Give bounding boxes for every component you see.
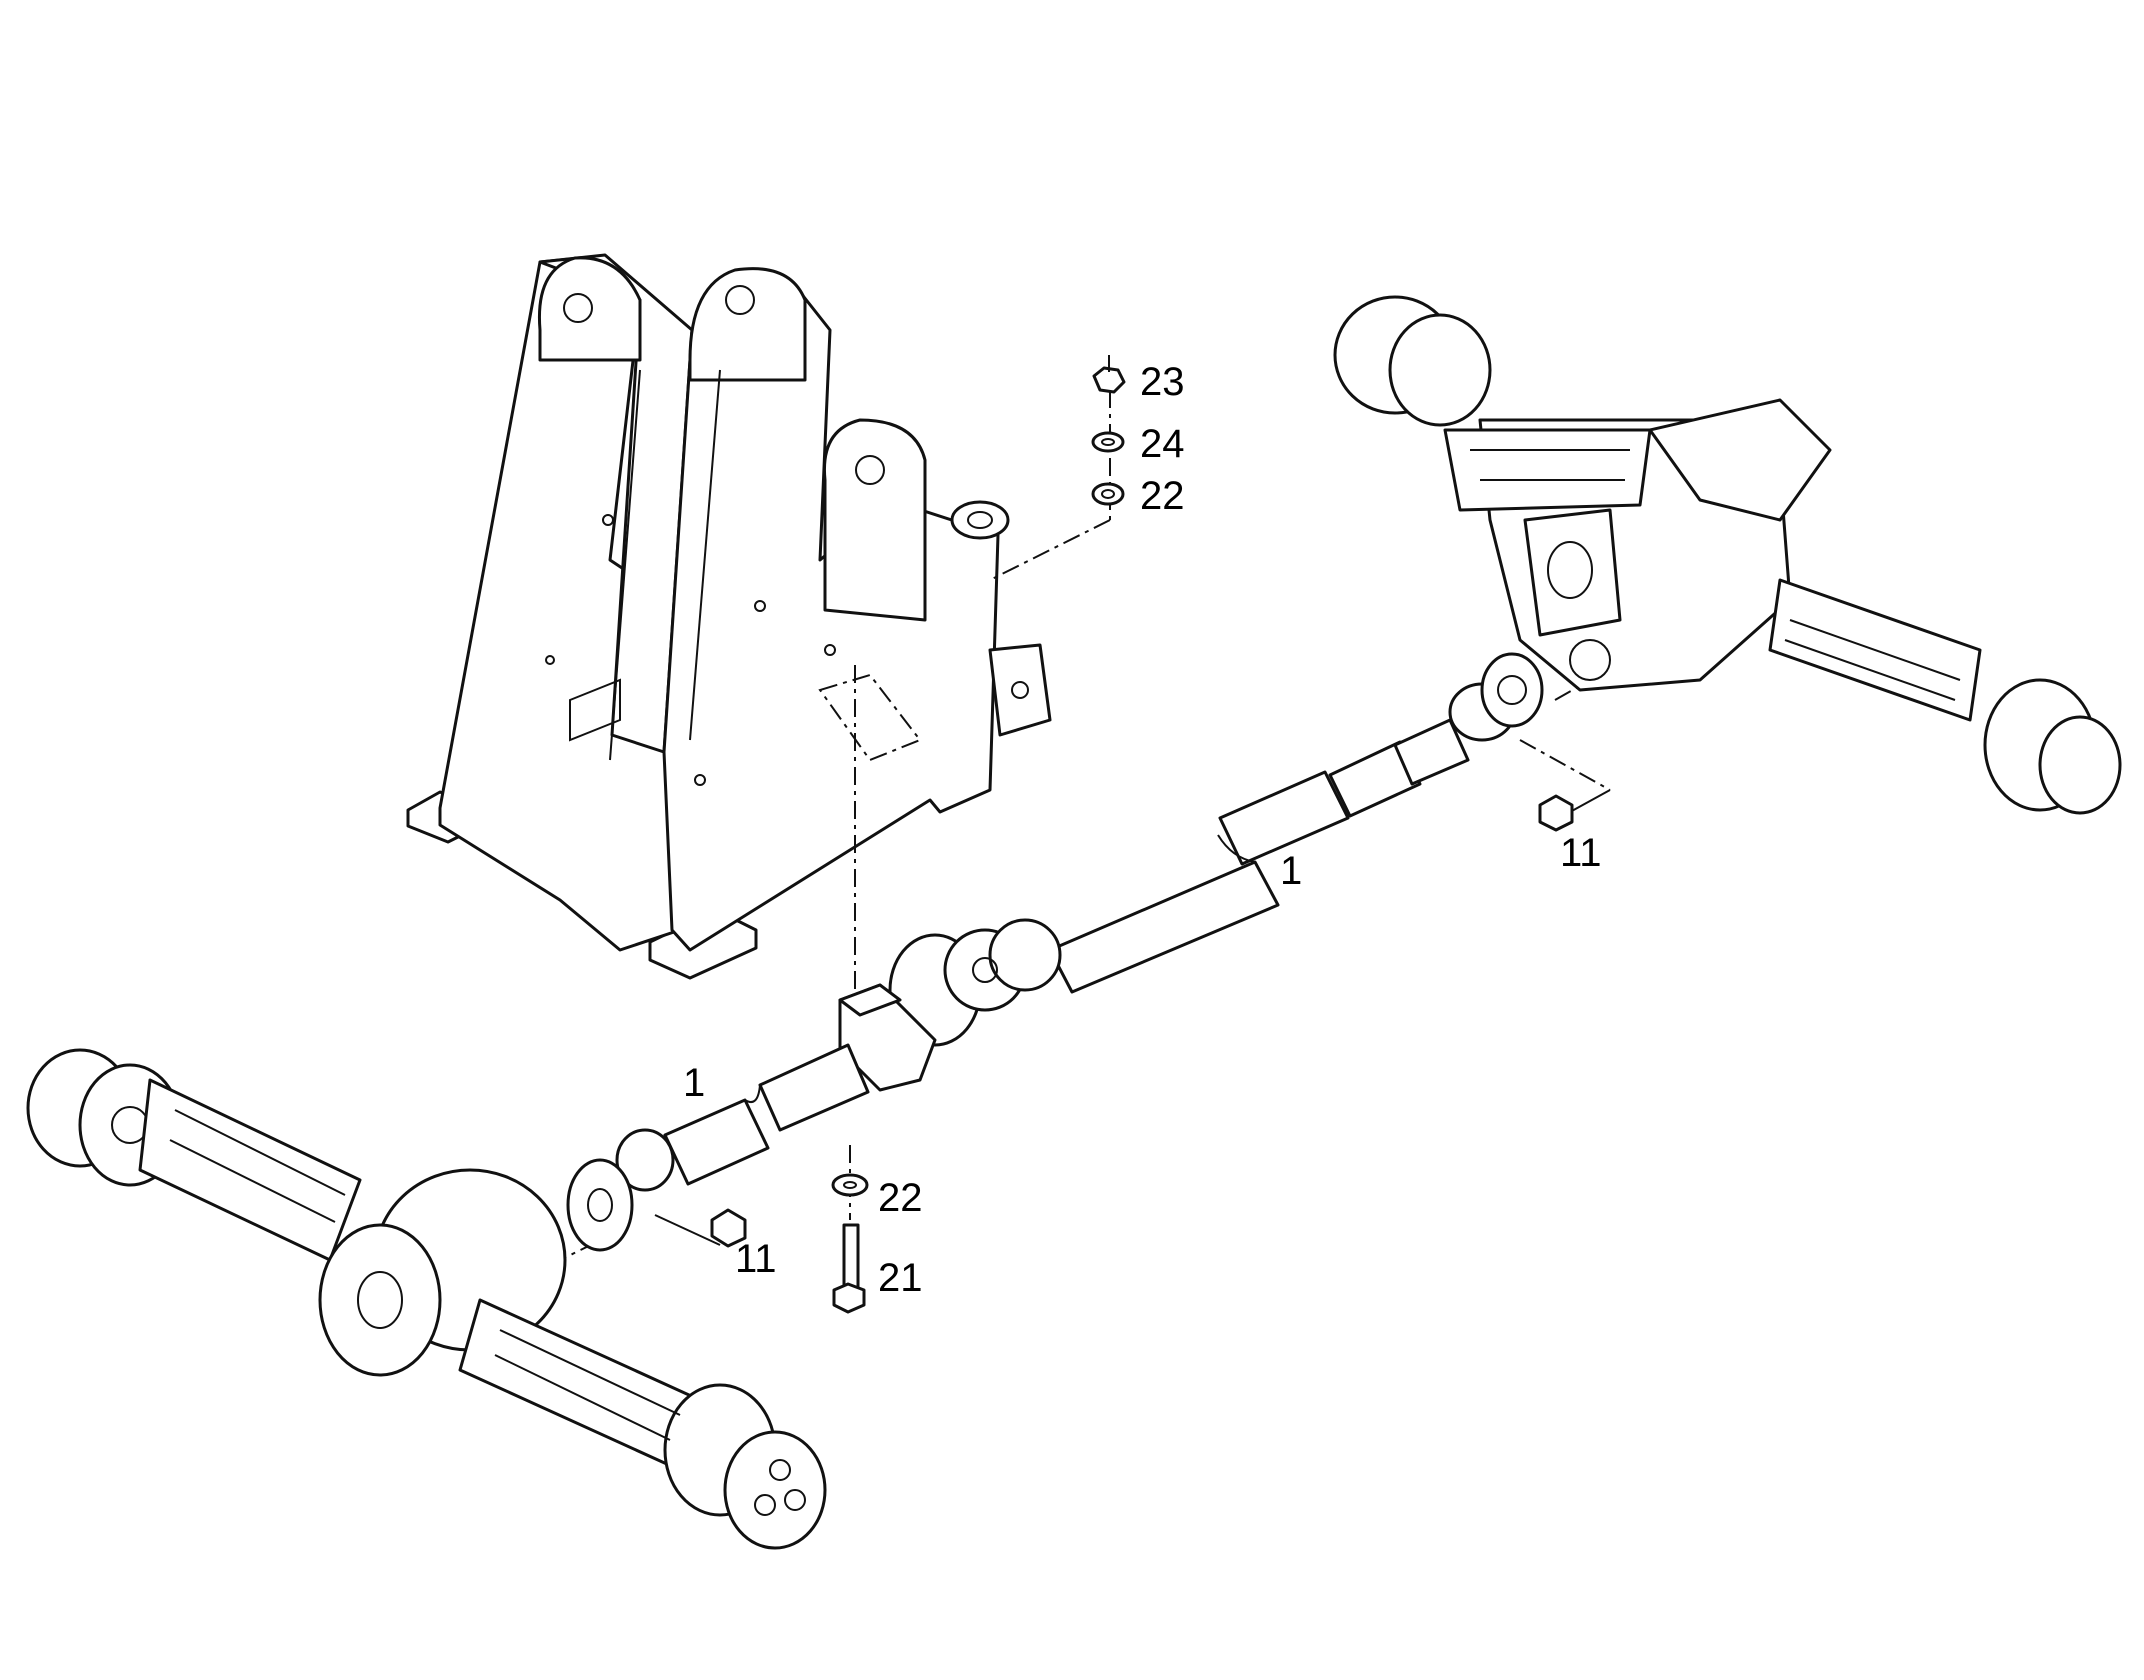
nut-23 [1092, 355, 1126, 394]
callout-24: 24 [1140, 422, 1185, 466]
washer-22-bottom [831, 1173, 869, 1197]
front-axle [26, 1048, 827, 1550]
nut-11-right [1538, 794, 1574, 832]
frame-bracket [406, 253, 1052, 980]
nut-11-left [710, 1208, 747, 1248]
callout-22-bottom: 22 [878, 1176, 923, 1220]
callout-21: 21 [878, 1256, 923, 1300]
callout-1-upper: 1 [1280, 849, 1302, 893]
callout-23: 23 [1140, 360, 1185, 404]
hidden-bracket-outline [818, 673, 922, 762]
washer-24 [1091, 431, 1125, 453]
callout-22-top: 22 [1140, 474, 1185, 518]
callout-11-left: 11 [735, 1237, 777, 1281]
rear-axle [1333, 295, 2122, 815]
drive-shaft [566, 652, 1544, 1252]
washer-22-top [1091, 482, 1125, 506]
bolt-21 [832, 1223, 866, 1314]
callout-11-right: 11 [1560, 831, 1602, 875]
callout-1-lower: 1 [683, 1061, 705, 1105]
